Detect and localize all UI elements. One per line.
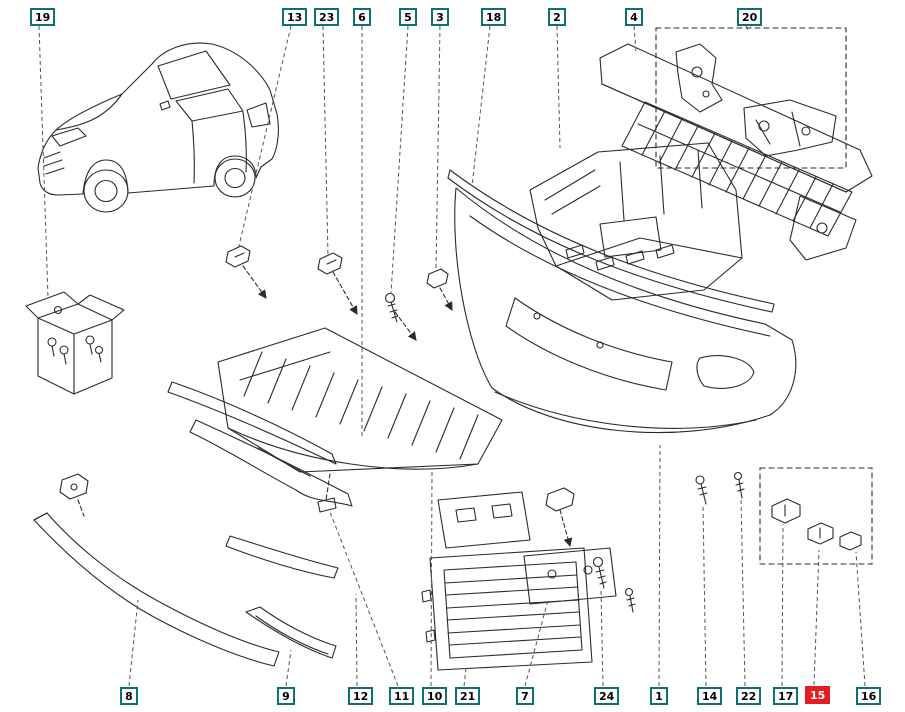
lower-lip-spoiler [33,473,280,667]
leader-line-5 [390,25,409,294]
leader-line-14 [702,504,707,687]
callout-4[interactable]: 4 [625,8,643,26]
assembly-arrows [242,265,453,341]
leader-line-8 [128,599,139,687]
screw-24 [592,556,607,589]
leader-line-18 [471,25,491,187]
leader-line-9 [285,649,292,687]
callout-9[interactable]: 9 [277,687,295,705]
callout-2[interactable]: 2 [548,8,566,26]
callout-17[interactable]: 17 [773,687,799,705]
upper-trim-strip [447,169,775,313]
callout-14[interactable]: 14 [697,687,723,705]
leader-line-17 [781,523,784,687]
clip-13 [225,245,251,268]
clip-23 [317,252,343,275]
callout-20[interactable]: 20 [737,8,763,26]
headlamp-bracket-group [655,27,847,169]
grille-trim-strips [167,381,353,579]
grille-support [529,142,743,301]
callout-21[interactable]: 21 [455,687,481,705]
leader-line-12 [355,593,358,687]
leader-line-4 [633,25,637,53]
callout-12[interactable]: 12 [348,687,374,705]
clip-3 [426,268,449,289]
callout-11[interactable]: 11 [389,687,415,705]
upper-crossmember [599,43,873,261]
leader-line-13 [237,25,292,251]
callout-6[interactable]: 6 [353,8,371,26]
callout-1[interactable]: 1 [650,687,668,705]
callout-19[interactable]: 19 [30,8,56,26]
screw-22 [733,471,745,499]
lower-blade [245,606,337,659]
leader-lines [38,25,866,687]
center-bracket [523,487,617,605]
callout-3[interactable]: 3 [431,8,449,26]
air-shutter [421,547,593,671]
leader-line-16 [855,551,866,687]
leader-line-1 [658,444,661,687]
leader-line-23 [322,25,329,258]
shutter-upper-frame [437,491,531,549]
callout-16[interactable]: 16 [856,687,882,705]
leader-line-19 [38,25,49,299]
leader-line-7 [524,599,549,687]
leader-line-3 [435,25,441,272]
fastener-kit-box [25,291,125,395]
callout-13[interactable]: 13 [282,8,308,26]
callout-23[interactable]: 23 [314,8,340,26]
callout-15[interactable]: 15 [805,686,831,704]
leader-line-24 [600,589,604,687]
leader-line-15 [813,549,820,686]
callout-22[interactable]: 22 [736,687,762,705]
callout-5[interactable]: 5 [399,8,417,26]
callout-10[interactable]: 10 [422,687,448,705]
leader-line-10 [430,469,433,687]
screw-small [624,587,636,613]
screw-5 [384,292,399,323]
callout-24[interactable]: 24 [594,687,620,705]
leader-line-22 [740,497,746,687]
screw-14 [695,475,708,505]
leader-line-11 [329,511,399,687]
callout-8[interactable]: 8 [120,687,138,705]
bumper-cover [454,187,797,434]
car-illustration [37,42,279,213]
leader-line-2 [556,25,561,149]
skid-plate [217,327,503,513]
leader-line-21 [463,667,467,687]
retainer-clip-group [759,467,873,565]
callout-7[interactable]: 7 [516,687,534,705]
callout-18[interactable]: 18 [481,8,507,26]
leader-line-20 [745,25,749,31]
